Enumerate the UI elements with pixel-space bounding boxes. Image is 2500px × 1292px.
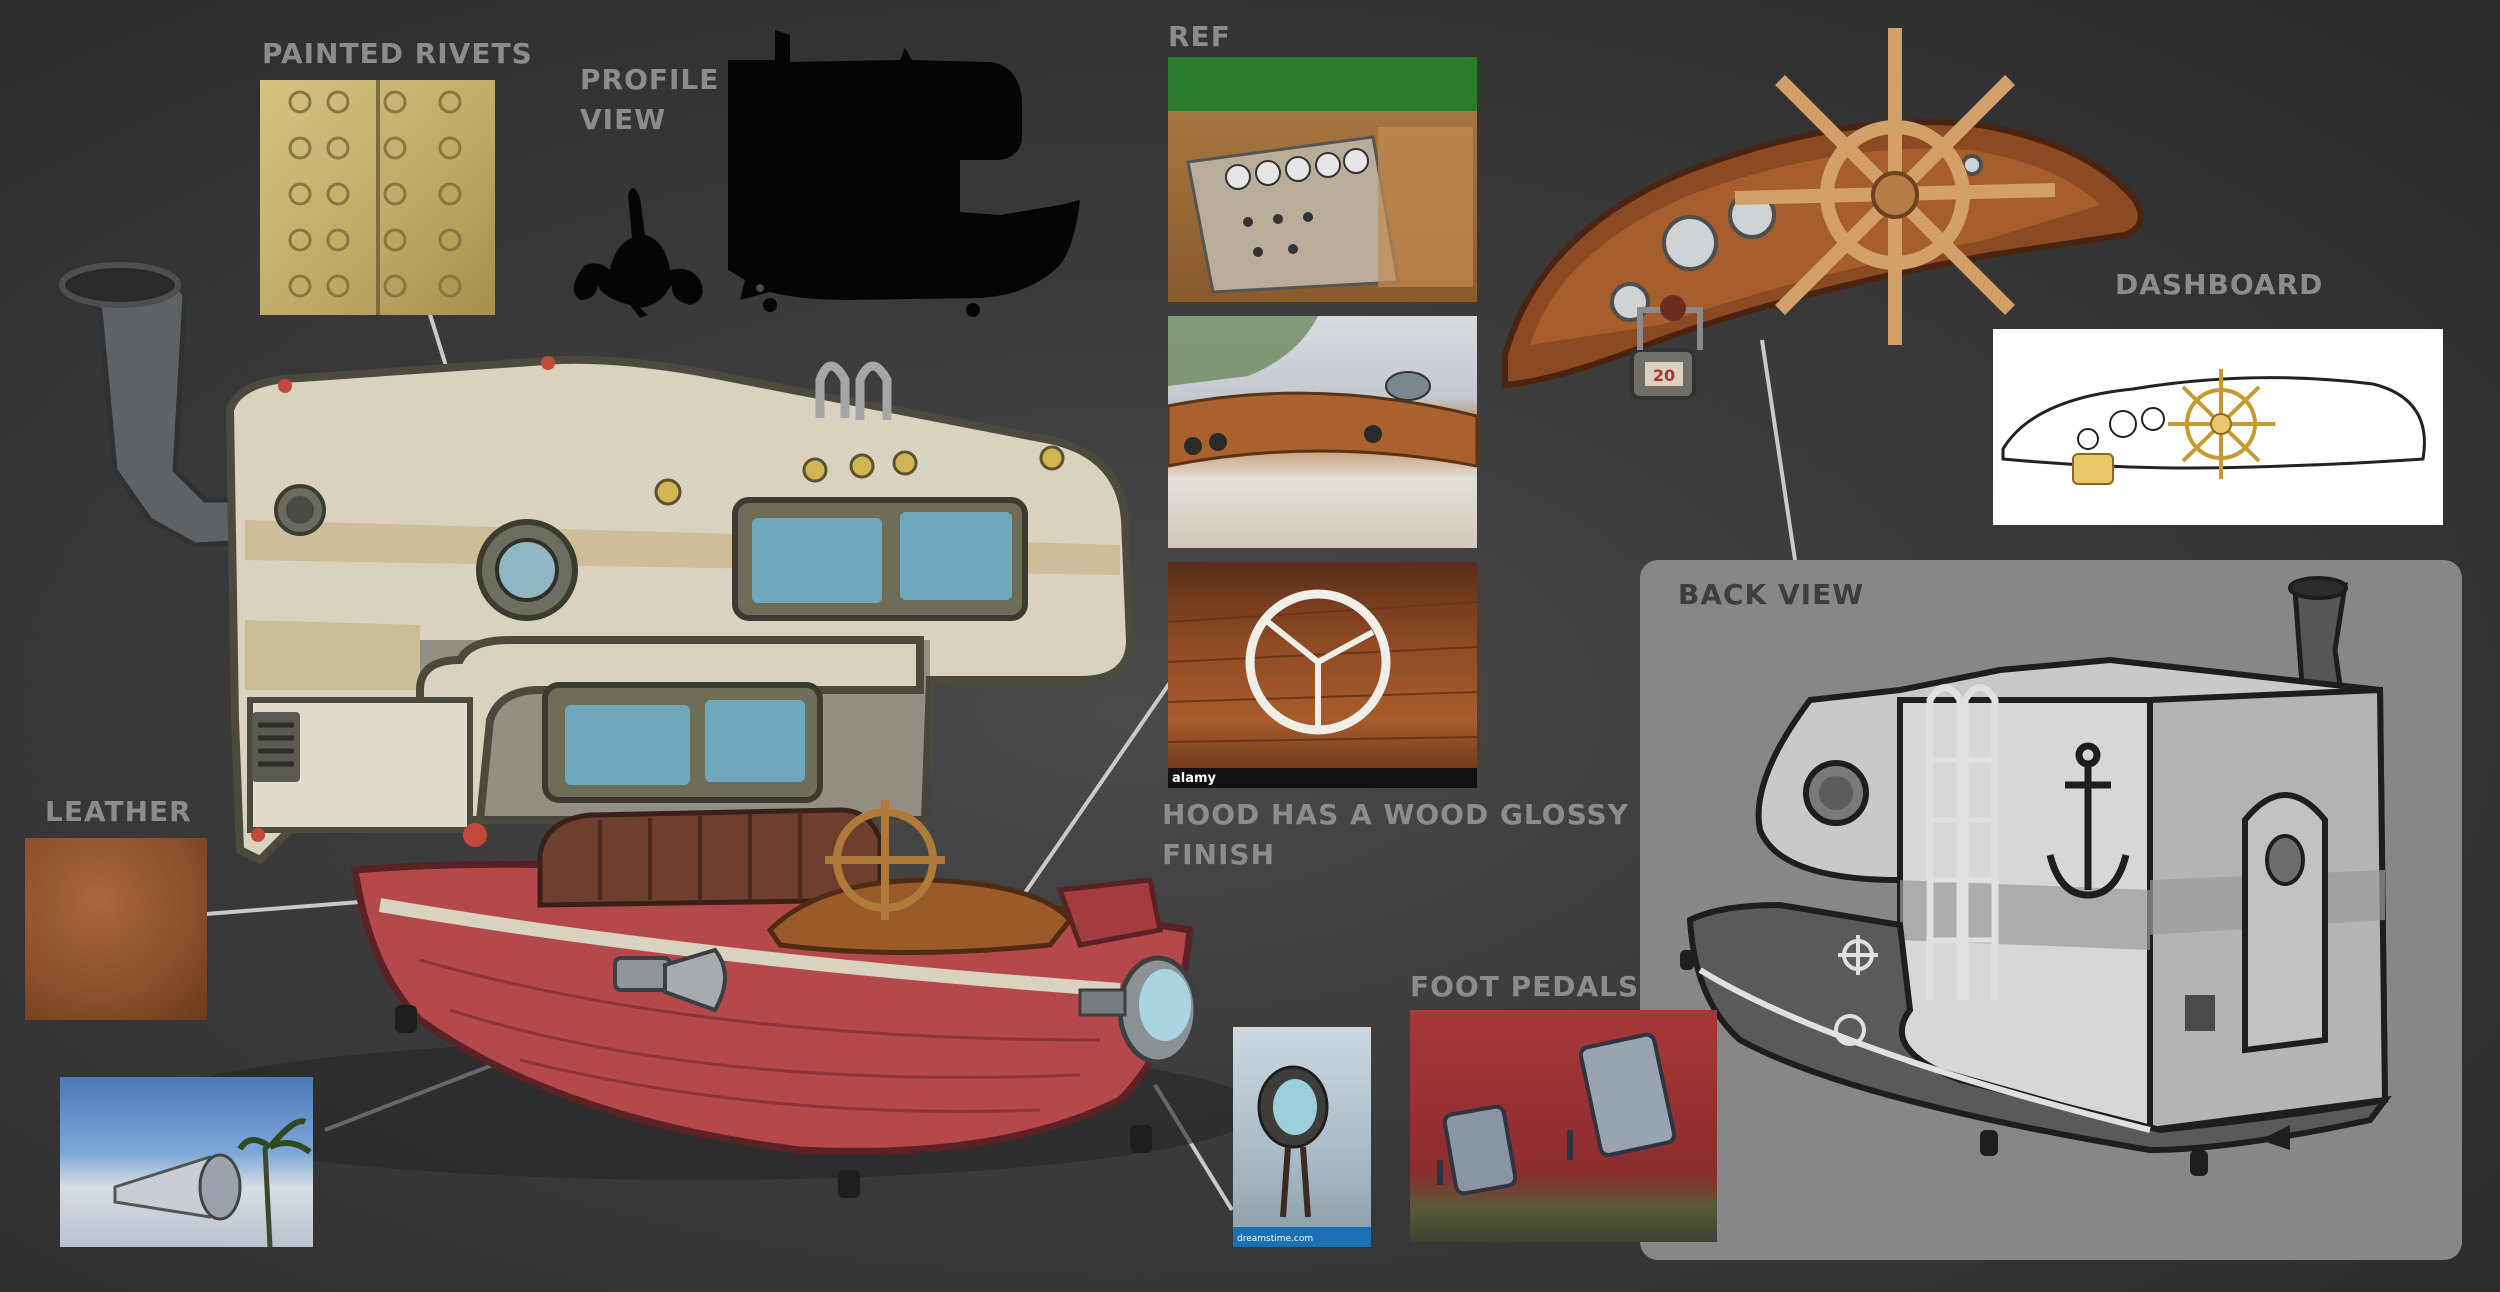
profile-silhouette (573, 30, 1080, 318)
dashboard-render: 20 (1502, 28, 2144, 400)
foot-pedals-reference (1410, 1010, 1717, 1242)
horn (613, 947, 727, 1013)
alamy-watermark: alamy (1172, 771, 1217, 786)
ref-photo-control-panel (1168, 57, 1477, 302)
horn-reference-photo (60, 1077, 313, 1247)
boat-car-illustration (55, 262, 1260, 1198)
headlight (1078, 955, 1199, 1065)
ref-photo-car-interior (1168, 316, 1477, 548)
hood-label-line2: FINISH (1162, 838, 1275, 871)
hood-label-line1: HOOD HAS A WOOD GLOSSY (1162, 798, 1629, 831)
back-view-label: BACK VIEW (1678, 578, 1865, 611)
dashboard-sketch (1993, 329, 2443, 525)
ref-label: REF (1168, 20, 1231, 53)
back-view-drawing (1680, 576, 2392, 1176)
steering-wheel (825, 800, 945, 920)
painted-rivets-swatch (260, 80, 495, 315)
foot-pedals-label: FOOT PEDALS (1410, 970, 1640, 1003)
dashboard-gauge-number: 20 (1653, 366, 1675, 385)
profile-view-label-line2: VIEW (580, 103, 667, 136)
painted-rivets-label: PAINTED RIVETS (262, 37, 533, 70)
leather-seat (537, 807, 883, 908)
light-reference-photo: dreamstime.com (1233, 1027, 1371, 1247)
dreamstime-watermark: dreamstime.com (1237, 1234, 1314, 1244)
anchor-icon (2046, 742, 2130, 899)
dashboard-label: DASHBOARD (2115, 268, 2324, 301)
leather-swatch (25, 838, 207, 1020)
profile-view-label-line1: PROFILE (580, 63, 720, 96)
leather-label: LEATHER (45, 795, 192, 828)
ref-photo-wood-boat: alamy (1168, 562, 1477, 788)
